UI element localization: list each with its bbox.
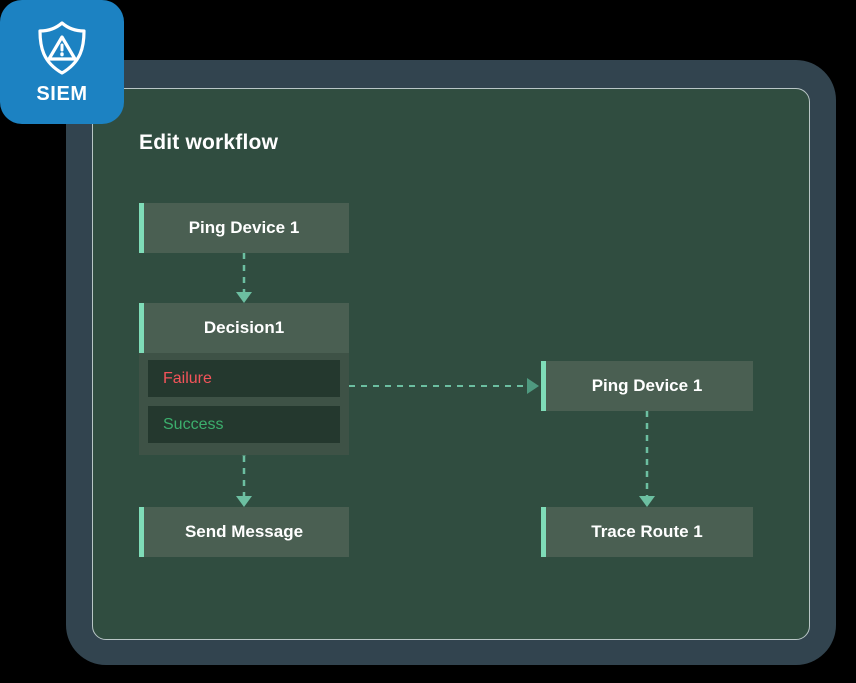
branch-label: Success [163,415,224,433]
node-label: Send Message [184,522,304,541]
workflow-node-ping-device-1-start[interactable]: Ping Device 1 [139,203,349,253]
badge-label: SIEM [36,82,88,105]
node-label: Ping Device 1 [591,376,703,395]
decision-branch-failure[interactable]: Failure [148,360,340,397]
edge-failure-to-ping2 [336,378,539,394]
node-accent-bar [139,303,144,353]
shield-warning-icon [34,19,90,77]
page-title: Edit workflow [139,131,279,154]
node-label: Decision1 [203,318,285,337]
node-accent-bar [139,203,144,253]
node-label: Ping Device 1 [188,218,300,237]
node-accent-bar [139,507,144,557]
decision-branch-success[interactable]: Success [148,406,340,443]
siem-badge[interactable]: SIEM [0,0,124,124]
edge-ping1-to-decision [236,253,252,303]
node-accent-bar [541,507,546,557]
workflow-node-send-message[interactable]: Send Message [139,507,349,557]
node-accent-bar [541,361,546,411]
workflow-node-ping-device-1-retry[interactable]: Ping Device 1 [541,361,753,411]
decision-branch-container: Failure Success [139,353,349,455]
branch-label: Failure [163,369,212,387]
edge-ping2-to-trace-route [639,411,655,507]
workflow-node-trace-route-1[interactable]: Trace Route 1 [541,507,753,557]
workflow-node-decision-1[interactable]: Decision1 [139,303,349,353]
node-label: Trace Route 1 [591,522,703,541]
workflow-editor-panel: Edit workflow [92,88,810,640]
